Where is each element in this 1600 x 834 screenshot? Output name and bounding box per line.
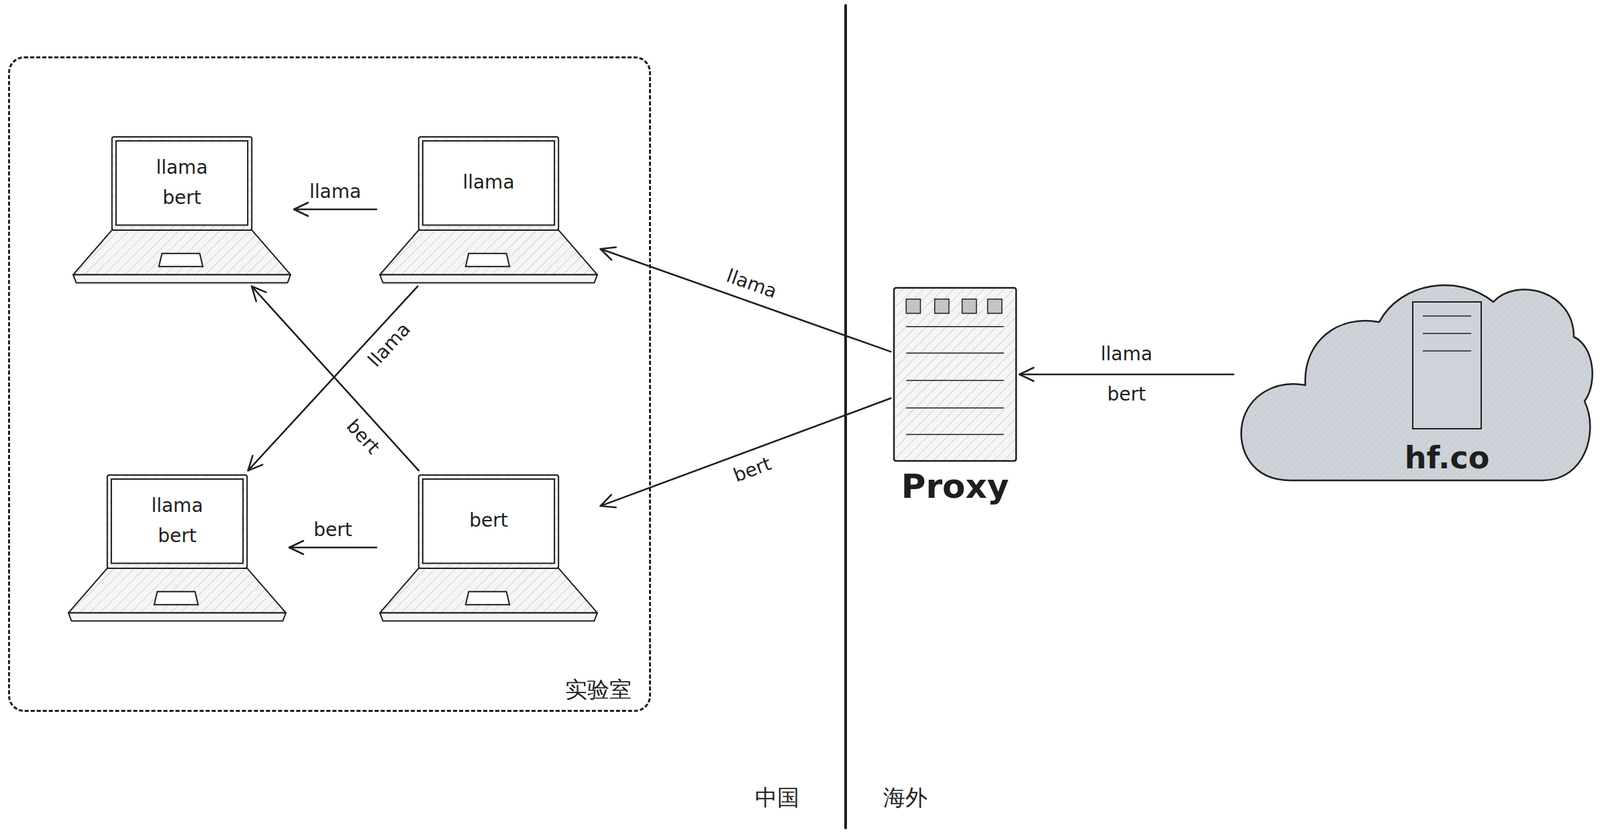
model-name: bert: [157, 521, 197, 552]
region-name: 海外: [883, 784, 928, 812]
data-flow-arrow: [1019, 373, 1234, 376]
region-label: 实验室: [565, 675, 632, 705]
laptop-symbol: [379, 473, 598, 623]
laptop-screen: llama: [422, 140, 555, 225]
data-flow-arrow: [600, 398, 892, 507]
model-name: bert: [162, 183, 202, 214]
laptop-node: llamabert: [73, 134, 291, 284]
edge-label: bert: [730, 452, 775, 488]
edge-label: bert: [341, 415, 385, 460]
laptop-screen: llamabert: [111, 479, 243, 564]
cloud-node: hf.co: [1236, 267, 1594, 482]
edge-label: llama: [309, 180, 362, 204]
laptop-screen: llamabert: [116, 140, 248, 225]
data-flow-arrow: [251, 286, 419, 472]
region-name: 中国: [755, 784, 800, 812]
laptop-node: bert: [379, 473, 598, 623]
data-flow-arrow: [293, 208, 377, 211]
model-name: bert: [469, 506, 509, 537]
laptop-node: llama: [379, 134, 598, 284]
region-label-holder: 实验室: [565, 675, 632, 705]
data-flow-arrow: [600, 248, 892, 352]
data-flow-arrow: [289, 546, 377, 549]
lab-region: llamabertllamallamabertbert实验室: [8, 56, 652, 713]
edge-label: llama: [723, 264, 780, 303]
laptop-screen: bert: [422, 479, 555, 564]
cloud-label-holder: hf.co: [1404, 440, 1490, 476]
model-name: llama: [155, 153, 208, 184]
model-name: llama: [462, 167, 515, 198]
data-flow-arrow: [248, 286, 419, 472]
edge-label: bert: [313, 518, 353, 542]
laptop-symbol: [379, 134, 598, 284]
server-label: Proxy: [901, 466, 1010, 507]
laptop-node: llamabert: [68, 473, 286, 623]
proxy-server: Proxy: [893, 287, 1017, 462]
server-symbol: [893, 287, 1017, 462]
cloud-label: hf.co: [1404, 440, 1490, 476]
border-line: [844, 5, 847, 829]
model-name: llama: [151, 491, 203, 522]
server-label-holder: Proxy: [901, 466, 1010, 507]
edge-label: llama bert: [1100, 334, 1153, 415]
edge-label: llama: [363, 318, 415, 373]
